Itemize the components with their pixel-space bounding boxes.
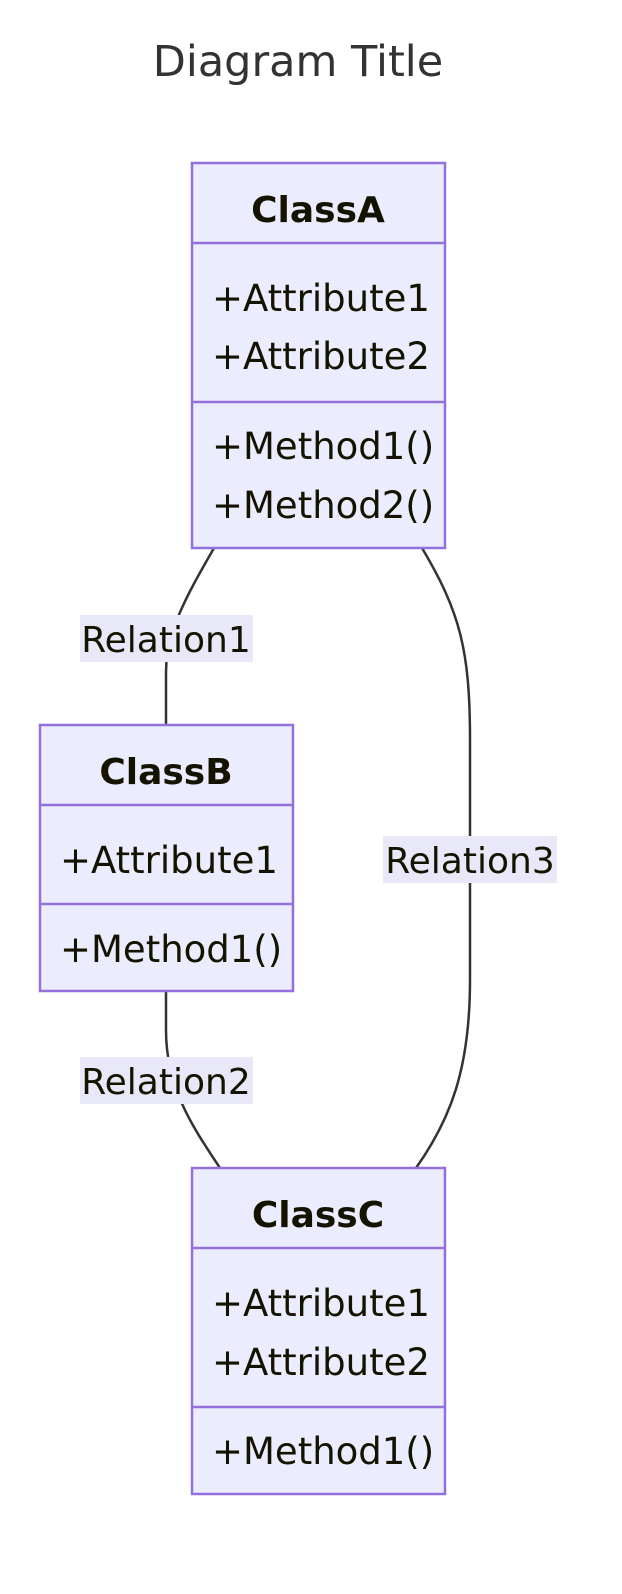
class-a-node: ClassA +Attribute1 +Attribute2 +Method1(…: [190, 161, 447, 550]
class-a-method-2: +Method2(): [212, 484, 434, 527]
class-c-name: ClassC: [252, 1195, 384, 1236]
class-c-attribute-1: +Attribute1: [212, 1282, 430, 1325]
class-a-name: ClassA: [251, 190, 385, 231]
diagram-title: Diagram Title: [153, 37, 443, 87]
class-a-attribute-1: +Attribute1: [212, 277, 430, 320]
relation1-label: Relation1: [81, 620, 250, 661]
class-b-attribute-1: +Attribute1: [60, 839, 278, 882]
relation3-label: Relation3: [385, 841, 554, 882]
class-c-attribute-2: +Attribute2: [212, 1341, 430, 1384]
class-a-method-1: +Method1(): [212, 425, 434, 468]
class-b-method-1: +Method1(): [60, 928, 282, 971]
edge-label-relation2: Relation2: [80, 1057, 253, 1104]
edge-label-relation1: Relation1: [80, 615, 253, 662]
class-c-method-1: +Method1(): [212, 1430, 434, 1473]
edge-label-relation3: Relation3: [383, 836, 557, 883]
class-b-name: ClassB: [99, 752, 232, 793]
relation2-label: Relation2: [81, 1062, 250, 1103]
class-b-node: ClassB +Attribute1 +Method1(): [38, 723, 295, 993]
class-a-attribute-2: +Attribute2: [212, 335, 430, 378]
class-c-node: ClassC +Attribute1 +Attribute2 +Method1(…: [190, 1166, 447, 1496]
